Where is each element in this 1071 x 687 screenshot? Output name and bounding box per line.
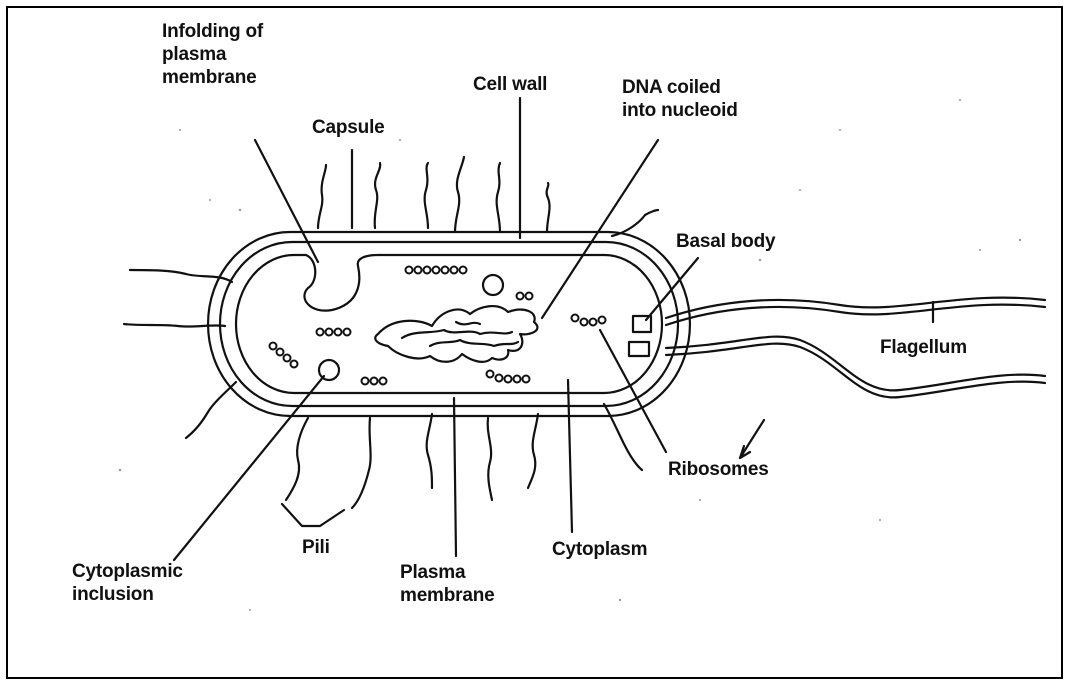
pilus bbox=[122, 322, 227, 328]
ribosome bbox=[485, 369, 495, 379]
nucleoid-dna bbox=[374, 305, 539, 363]
leader-plasma-membrane bbox=[452, 396, 458, 558]
ribosome bbox=[333, 327, 343, 337]
ribosome bbox=[289, 359, 299, 369]
pilus bbox=[350, 416, 372, 510]
label-infolding-of-plasma-membrane: Infolding of plasma membrane bbox=[162, 21, 264, 88]
ribosome bbox=[503, 374, 513, 384]
ribosome bbox=[458, 265, 468, 275]
label-plasma-membrane: Plasma membrane bbox=[400, 562, 495, 606]
pilus bbox=[486, 416, 494, 502]
pilus bbox=[526, 412, 540, 490]
ribosome bbox=[597, 315, 607, 325]
ribosome bbox=[268, 341, 278, 351]
ribosome bbox=[369, 376, 379, 386]
label-dna-coiled-into-nucleoid: DNA coiled into nucleoid bbox=[622, 77, 738, 121]
leader-inclusion bbox=[172, 374, 326, 562]
pilus bbox=[423, 161, 430, 230]
pilus bbox=[184, 380, 238, 440]
ribosome bbox=[315, 327, 325, 337]
label-capsule: Capsule bbox=[312, 117, 385, 138]
ribosome bbox=[324, 327, 334, 337]
label-cytoplasm: Cytoplasm bbox=[552, 539, 648, 560]
plasma-membrane-outline bbox=[234, 253, 664, 395]
flagellum-upper bbox=[664, 303, 1047, 327]
label-flagellum: Flagellum bbox=[880, 337, 967, 358]
basal-body-hook bbox=[631, 314, 653, 334]
pilus bbox=[284, 416, 310, 502]
pilus bbox=[373, 161, 382, 230]
leader-ribosomes bbox=[598, 328, 668, 454]
label-cell-wall: Cell wall bbox=[473, 74, 548, 95]
ribosome bbox=[521, 374, 531, 384]
pilus bbox=[453, 155, 466, 234]
ribosome bbox=[515, 291, 525, 301]
basal-body-hook bbox=[627, 340, 651, 358]
flagellum-lower bbox=[664, 335, 1047, 392]
cytoplasmic-inclusion bbox=[317, 358, 341, 382]
pilus bbox=[128, 268, 234, 284]
label-basal-body: Basal body bbox=[676, 231, 776, 252]
pilus bbox=[316, 163, 328, 230]
label-pili: Pili bbox=[302, 537, 330, 558]
ribosome bbox=[413, 265, 423, 275]
nucleoid-dna bbox=[400, 328, 514, 340]
ribosome bbox=[378, 376, 388, 386]
cytoplasmic-inclusion bbox=[481, 273, 505, 297]
ribosome bbox=[275, 347, 285, 357]
label-cytoplasmic-inclusion: Cytoplasmic inclusion bbox=[72, 561, 183, 605]
diagram-frame bbox=[6, 6, 1063, 679]
cell-wall-outline bbox=[218, 240, 680, 408]
ribosome bbox=[342, 327, 352, 337]
capsule-outline bbox=[206, 230, 692, 418]
nucleoid-dna bbox=[454, 320, 482, 326]
pilus bbox=[495, 161, 502, 234]
leader-dna bbox=[540, 138, 660, 320]
ribosome bbox=[282, 353, 292, 363]
ribosome bbox=[570, 313, 580, 323]
ribosome bbox=[524, 291, 534, 301]
flagellum-upper bbox=[664, 296, 1047, 320]
pilus bbox=[425, 412, 434, 490]
leader-infolding bbox=[253, 138, 320, 264]
ribosome bbox=[404, 265, 414, 275]
leader-pili bbox=[280, 502, 346, 528]
pilus bbox=[602, 402, 644, 472]
ribosome bbox=[588, 317, 598, 327]
ribosome bbox=[579, 317, 589, 327]
ribosome bbox=[431, 265, 441, 275]
ribosome bbox=[440, 265, 450, 275]
ribosome bbox=[449, 265, 459, 275]
nucleoid-dna bbox=[428, 338, 520, 348]
label-ribosomes: Ribosomes bbox=[668, 459, 769, 480]
flagellum-lower bbox=[664, 342, 1047, 399]
ribosome bbox=[360, 376, 370, 386]
ribosome bbox=[422, 265, 432, 275]
leader-basal-body bbox=[644, 256, 700, 322]
pilus bbox=[545, 181, 551, 234]
pilus bbox=[610, 208, 660, 238]
ribosome bbox=[494, 373, 504, 383]
ribosome bbox=[512, 374, 522, 384]
leader-cytoplasm bbox=[566, 378, 574, 534]
stray-mark bbox=[738, 418, 766, 460]
